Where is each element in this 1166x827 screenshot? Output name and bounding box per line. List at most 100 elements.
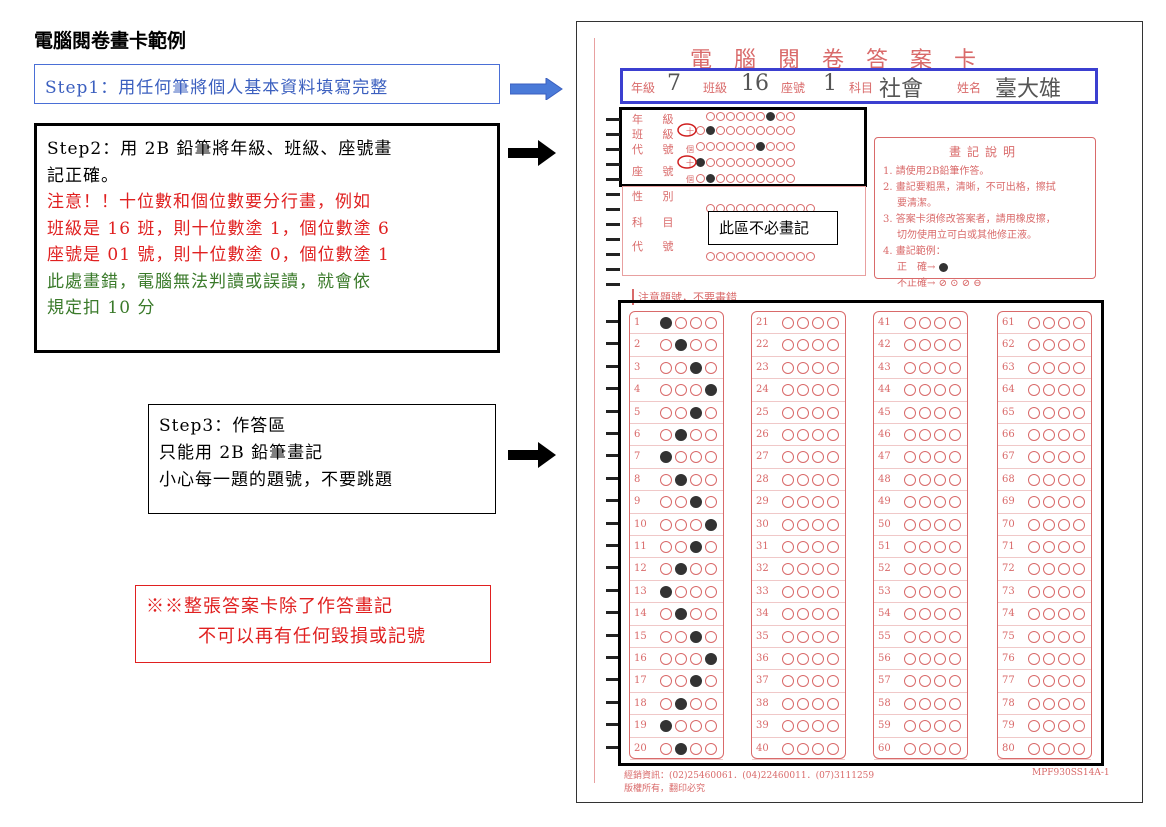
choice-bubble[interactable]: [1058, 429, 1070, 441]
choice-bubble[interactable]: [949, 406, 961, 419]
choice-bubble[interactable]: [1043, 473, 1055, 486]
choice-bubble[interactable]: [1073, 361, 1085, 374]
choice-bubble[interactable]: [1073, 697, 1085, 710]
choice-bubble[interactable]: [1028, 563, 1040, 576]
choice-bubble[interactable]: [919, 697, 931, 710]
choice-bubble[interactable]: [690, 697, 702, 710]
choice-bubble[interactable]: [705, 675, 717, 688]
choice-bubble[interactable]: [675, 742, 687, 755]
choice-bubble[interactable]: [934, 653, 946, 665]
choice-bubble[interactable]: [949, 429, 961, 441]
choice-bubble[interactable]: [827, 429, 839, 441]
choice-bubble[interactable]: [812, 429, 824, 441]
choice-bubble[interactable]: [797, 317, 809, 329]
choice-bubble[interactable]: [705, 339, 717, 352]
choice-bubble[interactable]: [949, 317, 961, 329]
choice-bubble[interactable]: [827, 608, 839, 621]
choice-bubble[interactable]: [919, 384, 931, 397]
choice-bubble[interactable]: [949, 451, 961, 464]
choice-bubble[interactable]: [1058, 406, 1070, 419]
choice-bubble[interactable]: [660, 653, 672, 665]
choice-bubble[interactable]: [797, 720, 809, 733]
choice-bubble[interactable]: [797, 429, 809, 441]
choice-bubble[interactable]: [660, 585, 672, 598]
choice-bubble[interactable]: [1058, 496, 1070, 509]
choice-bubble[interactable]: [949, 742, 961, 755]
choice-bubble[interactable]: [904, 339, 916, 352]
choice-bubble[interactable]: [797, 496, 809, 509]
choice-bubble[interactable]: [705, 697, 717, 710]
choice-bubble[interactable]: [660, 675, 672, 688]
choice-bubble[interactable]: [949, 384, 961, 397]
choice-bubble[interactable]: [934, 429, 946, 441]
choice-bubble[interactable]: [660, 384, 672, 397]
choice-bubble[interactable]: [1043, 720, 1055, 733]
choice-bubble[interactable]: [690, 361, 702, 374]
choice-bubble[interactable]: [1043, 585, 1055, 598]
choice-bubble[interactable]: [1073, 608, 1085, 621]
choice-bubble[interactable]: [660, 720, 672, 733]
choice-bubble[interactable]: [1043, 496, 1055, 509]
choice-bubble[interactable]: [705, 742, 717, 755]
choice-bubble[interactable]: [1043, 518, 1055, 531]
choice-bubble[interactable]: [675, 496, 687, 509]
choice-bubble[interactable]: [782, 675, 794, 688]
choice-bubble[interactable]: [690, 630, 702, 643]
choice-bubble[interactable]: [1058, 608, 1070, 621]
choice-bubble[interactable]: [690, 653, 702, 665]
choice-bubble[interactable]: [660, 339, 672, 352]
choice-bubble[interactable]: [675, 339, 687, 352]
choice-bubble[interactable]: [1028, 653, 1040, 665]
choice-bubble[interactable]: [797, 585, 809, 598]
choice-bubble[interactable]: [919, 630, 931, 643]
choice-bubble[interactable]: [812, 630, 824, 643]
choice-bubble[interactable]: [705, 317, 717, 329]
choice-bubble[interactable]: [675, 384, 687, 397]
choice-bubble[interactable]: [1058, 675, 1070, 688]
choice-bubble[interactable]: [660, 406, 672, 419]
choice-bubble[interactable]: [690, 384, 702, 397]
choice-bubble[interactable]: [1073, 496, 1085, 509]
choice-bubble[interactable]: [705, 451, 717, 464]
choice-bubble[interactable]: [812, 473, 824, 486]
choice-bubble[interactable]: [675, 675, 687, 688]
choice-bubble[interactable]: [1058, 563, 1070, 576]
choice-bubble[interactable]: [675, 563, 687, 576]
choice-bubble[interactable]: [705, 429, 717, 441]
choice-bubble[interactable]: [675, 720, 687, 733]
choice-bubble[interactable]: [660, 451, 672, 464]
choice-bubble[interactable]: [812, 720, 824, 733]
choice-bubble[interactable]: [812, 406, 824, 419]
choice-bubble[interactable]: [705, 473, 717, 486]
choice-bubble[interactable]: [705, 518, 717, 531]
choice-bubble[interactable]: [904, 608, 916, 621]
choice-bubble[interactable]: [1058, 630, 1070, 643]
choice-bubble[interactable]: [904, 541, 916, 553]
choice-bubble[interactable]: [1058, 473, 1070, 486]
choice-bubble[interactable]: [904, 429, 916, 441]
choice-bubble[interactable]: [797, 697, 809, 710]
choice-bubble[interactable]: [660, 361, 672, 374]
choice-bubble[interactable]: [827, 451, 839, 464]
choice-bubble[interactable]: [949, 361, 961, 374]
choice-bubble[interactable]: [782, 630, 794, 643]
choice-bubble[interactable]: [705, 496, 717, 509]
choice-bubble[interactable]: [690, 742, 702, 755]
choice-bubble[interactable]: [812, 608, 824, 621]
choice-bubble[interactable]: [1073, 742, 1085, 755]
choice-bubble[interactable]: [1073, 541, 1085, 553]
choice-bubble[interactable]: [797, 406, 809, 419]
choice-bubble[interactable]: [675, 518, 687, 531]
choice-bubble[interactable]: [1043, 541, 1055, 553]
choice-bubble[interactable]: [919, 361, 931, 374]
choice-bubble[interactable]: [904, 473, 916, 486]
choice-bubble[interactable]: [934, 608, 946, 621]
choice-bubble[interactable]: [904, 563, 916, 576]
choice-bubble[interactable]: [660, 608, 672, 621]
choice-bubble[interactable]: [782, 653, 794, 665]
choice-bubble[interactable]: [797, 653, 809, 665]
choice-bubble[interactable]: [1073, 720, 1085, 733]
choice-bubble[interactable]: [705, 384, 717, 397]
choice-bubble[interactable]: [782, 473, 794, 486]
choice-bubble[interactable]: [690, 563, 702, 576]
